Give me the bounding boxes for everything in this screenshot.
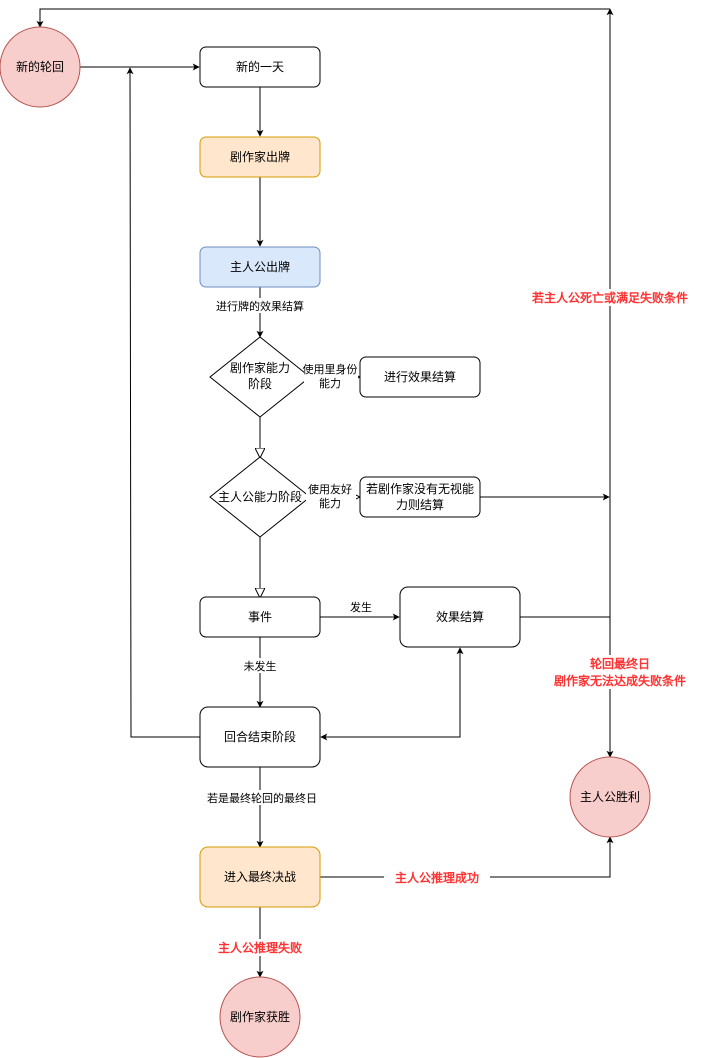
edge-effect-to-top-line xyxy=(520,8,614,618)
node-protagonist-wins: 主人公胜利 xyxy=(569,756,651,838)
final-battle-label: 进入最终决战 xyxy=(224,869,296,884)
edge-roundend-loop-back xyxy=(126,67,200,738)
node-resolve-effect: 进行效果结算 xyxy=(359,356,481,398)
node-final-battle: 进入最终决战 xyxy=(199,846,321,908)
playwright-ability-label-1: 剧作家能力 xyxy=(230,360,290,375)
node-playwright-ability: 剧作家能力 阶段 xyxy=(209,336,311,418)
playwright-play-label: 剧作家出牌 xyxy=(230,149,290,164)
node-event: 事件 xyxy=(199,596,321,638)
label-deduce-success: 主人公推理成功 xyxy=(395,870,479,885)
label-use-friendly-1: 使用友好 xyxy=(308,482,352,496)
node-new-day: 新的一天 xyxy=(199,46,321,88)
label-not-happen: 未发生 xyxy=(244,659,277,673)
node-protagonist-play: 主人公出牌 xyxy=(199,246,321,288)
protagonist-wins-label: 主人公胜利 xyxy=(580,789,640,804)
label-if-final-day: 若是最终轮回的最终日 xyxy=(207,791,317,805)
protagonist-play-label: 主人公出牌 xyxy=(230,260,290,274)
playwright-ability-label-2: 阶段 xyxy=(248,376,272,391)
round-end-label: 回合结束阶段 xyxy=(224,729,296,744)
if-no-ignore-label-1: 若剧作家没有无视能 xyxy=(366,481,474,496)
label-final-day-2: 剧作家无法达成失败条件 xyxy=(554,673,686,688)
node-protagonist-ability: 主人公能力阶段 xyxy=(209,456,311,538)
edge-roundend-effect-both xyxy=(320,647,464,741)
label-use-hidden-1: 使用里身份 xyxy=(303,362,358,376)
label-happens: 发生 xyxy=(350,600,372,614)
node-new-cycle: 新的轮回 xyxy=(0,26,81,108)
node-if-no-ignore: 若剧作家没有无视能 力则结算 xyxy=(359,476,481,518)
effect-resolution-label: 效果结算 xyxy=(436,609,484,624)
node-playwright-wins: 剧作家获胜 xyxy=(219,976,301,1058)
new-day-label: 新的一天 xyxy=(236,59,284,74)
event-label: 事件 xyxy=(248,610,272,624)
new-cycle-label: 新的轮回 xyxy=(16,59,64,74)
label-use-hidden-2: 能力 xyxy=(319,376,341,390)
label-death-condition: 若主人公死亡或满足失败条件 xyxy=(531,290,688,305)
if-no-ignore-label-2: 力则结算 xyxy=(396,497,444,512)
node-round-end: 回合结束阶段 xyxy=(199,706,321,768)
node-effect-resolution: 效果结算 xyxy=(399,586,521,648)
playwright-wins-label: 剧作家获胜 xyxy=(230,1009,290,1024)
label-resolve-cards: 进行牌的效果结算 xyxy=(216,299,304,313)
label-deduce-fail: 主人公推理失败 xyxy=(218,940,302,955)
protagonist-ability-label: 主人公能力阶段 xyxy=(218,489,302,504)
node-playwright-play: 剧作家出牌 xyxy=(199,136,321,178)
edge-top-to-cycle xyxy=(36,8,610,28)
label-final-day-1: 轮回最终日 xyxy=(590,656,650,671)
label-use-friendly-2: 能力 xyxy=(319,496,341,510)
resolve-effect-label: 进行效果结算 xyxy=(384,369,456,384)
